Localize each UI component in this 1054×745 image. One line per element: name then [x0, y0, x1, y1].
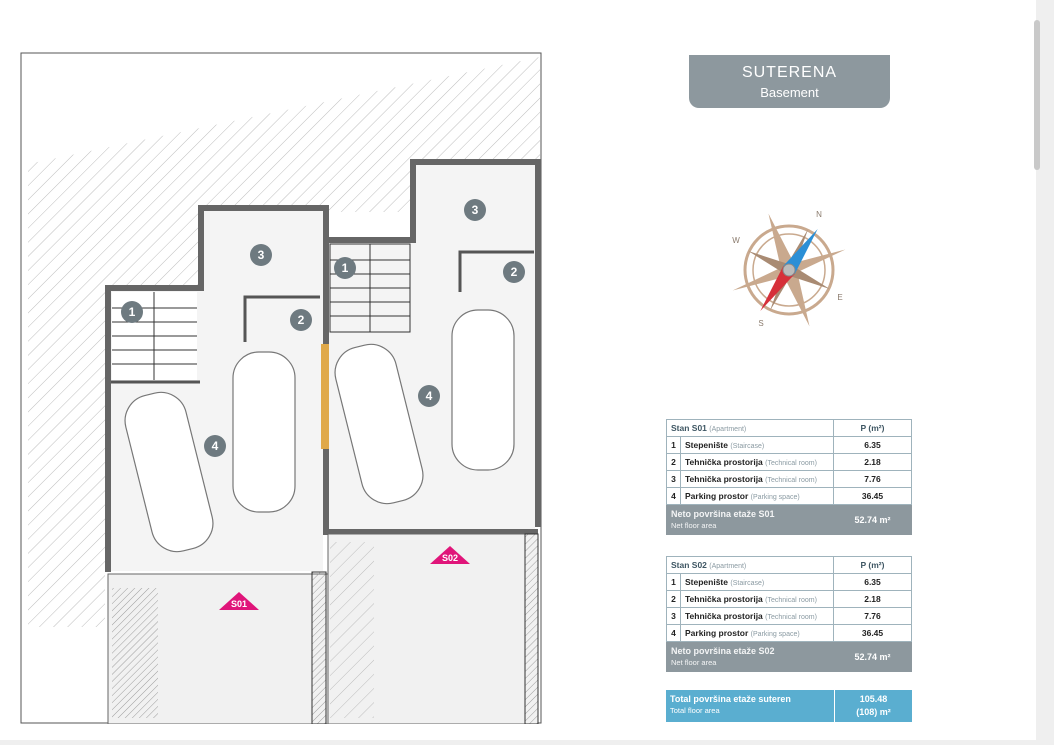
plan-label-1a: 1 [129, 305, 136, 319]
compass-south: S [758, 319, 763, 328]
section-title-box: SUTERENA Basement [689, 55, 890, 108]
table-area-header: P (m²) [833, 556, 912, 574]
plan-label-2b: 2 [511, 265, 518, 279]
plan-label-3b: 3 [472, 203, 479, 217]
table-title: Stan S01 (Apartment) [666, 419, 834, 437]
table-title: Stan S02 (Apartment) [666, 556, 834, 574]
plan-label-1b: 1 [342, 261, 349, 275]
unit-marker-s02: S02 [442, 553, 458, 563]
plan-label-4a: 4 [212, 439, 219, 453]
grand-total-value: 105.48(108) m² [834, 690, 912, 722]
document-page: 1 4 3 2 1 3 2 4 S01 S02 SUTERENA Basemen… [0, 0, 1036, 740]
scrollbar[interactable] [1034, 20, 1040, 170]
unit-marker-s01: S01 [231, 599, 247, 609]
plan-label-3a: 3 [258, 248, 265, 262]
plan-label-4b: 4 [426, 389, 433, 403]
compass-west: W [732, 236, 740, 245]
compass-rose-icon: N E S W [732, 210, 846, 328]
plan-label-2a: 2 [298, 313, 305, 327]
compass-north: N [816, 210, 822, 219]
floor-plan: 1 4 3 2 1 3 2 4 S01 S02 [20, 52, 542, 724]
section-subtitle: Basement [760, 85, 819, 100]
compass-east: E [837, 293, 842, 302]
table-area-header: P (m²) [833, 419, 912, 437]
section-title: SUTERENA [741, 64, 838, 81]
